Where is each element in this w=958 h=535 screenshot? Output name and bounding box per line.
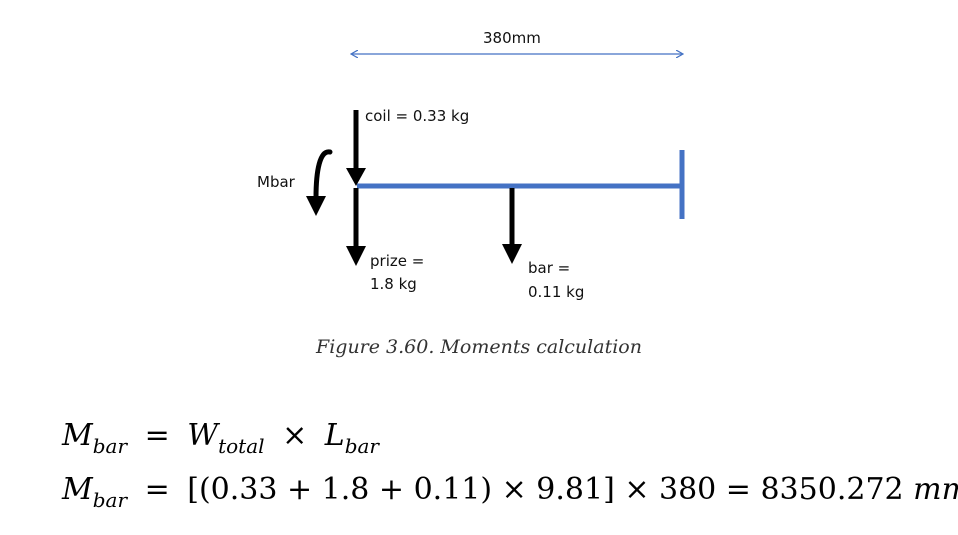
equation-1: Mbar = Wtotal × Lbar bbox=[62, 418, 379, 456]
eq1-lhs: M bbox=[62, 418, 93, 453]
eq2-expression: [(0.33 + 1.8 + 0.11) × 9.81] × 380 = 835… bbox=[187, 472, 904, 507]
coil-label: coil = 0.33 kg bbox=[365, 107, 470, 125]
prize-label-line1: prize = bbox=[370, 252, 425, 270]
eq1-term2-sub: bar bbox=[344, 434, 379, 458]
eq1-lhs-sub: bar bbox=[92, 434, 128, 458]
figure-caption: Figure 3.60. Moments calculation bbox=[316, 336, 642, 358]
prize-force-arrow bbox=[346, 188, 366, 266]
bar-label-line2: 0.11 kg bbox=[528, 283, 585, 301]
eq2-equals: = bbox=[144, 472, 170, 507]
dimension-label: 380mm bbox=[483, 29, 541, 47]
eq2-lhs-sub: bar bbox=[92, 488, 128, 512]
eq2-lhs: M bbox=[62, 472, 93, 507]
moment-diagram bbox=[306, 0, 685, 266]
equation-2: Mbar = [(0.33 + 1.8 + 0.11) × 9.81] × 38… bbox=[62, 472, 958, 510]
prize-label-line2: 1.8 kg bbox=[370, 275, 417, 293]
eq1-term1: W bbox=[187, 418, 219, 453]
moment-label: Mbar bbox=[257, 173, 295, 191]
moment-arrow bbox=[306, 149, 333, 216]
bar-label-line1: bar = bbox=[528, 259, 571, 277]
coil-force-arrow bbox=[346, 110, 366, 186]
eq1-times: × bbox=[282, 418, 308, 453]
eq1-equals: = bbox=[144, 418, 170, 453]
eq1-term1-sub: total bbox=[218, 434, 265, 458]
eq2-unit: mm bbox=[913, 472, 958, 507]
eq1-term2: L bbox=[324, 418, 345, 453]
bar-weight-arrow bbox=[502, 188, 522, 264]
